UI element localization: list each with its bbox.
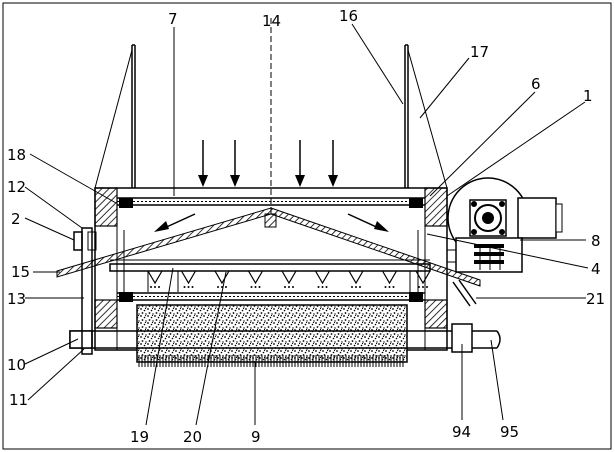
- flow-arrows-down: [198, 140, 338, 187]
- flow-arrows-diagonal: [154, 213, 389, 232]
- leader-lines: [24, 23, 589, 426]
- spray-droplet: [217, 286, 219, 288]
- label-19: 19: [130, 428, 149, 446]
- label-20: 20: [183, 428, 202, 446]
- left-bearing: [73, 227, 97, 355]
- gear-motor: [447, 177, 563, 273]
- spray-droplet: [388, 286, 391, 288]
- spray-droplet: [418, 286, 420, 288]
- spray-nozzle: [214, 270, 230, 285]
- spray-droplet: [351, 286, 353, 288]
- label-9: 9: [251, 428, 261, 446]
- label-10: 10: [7, 356, 26, 374]
- spray-droplet: [258, 286, 261, 288]
- label-7: 7: [168, 10, 178, 28]
- spray-droplet: [158, 286, 160, 288]
- spray-nozzle: [247, 270, 264, 285]
- spray-droplet: [154, 286, 156, 288]
- label-14: 14: [262, 12, 281, 30]
- label-17: 17: [470, 43, 489, 61]
- spray-droplet: [254, 286, 257, 288]
- spray-droplet: [359, 286, 361, 288]
- spray-droplet: [384, 286, 387, 288]
- spray-droplet: [355, 286, 357, 288]
- spray-nozzle: [180, 270, 197, 285]
- drain-pipe: [452, 279, 477, 307]
- spray-droplet: [426, 286, 428, 288]
- spray-droplet: [183, 286, 186, 288]
- part-labels: 7 14 16 17 6 1 18 12 2 15 13 10 11 19 20…: [7, 7, 605, 446]
- spray-nozzle: [281, 270, 297, 285]
- spray-droplet: [187, 286, 190, 288]
- label-94: 94: [452, 423, 471, 441]
- label-15: 15: [11, 263, 30, 281]
- side-plates: [94, 44, 448, 189]
- brush-roller: [136, 304, 408, 367]
- spray-droplet: [392, 286, 395, 288]
- spray-droplet: [317, 286, 320, 288]
- label-18: 18: [7, 146, 26, 164]
- shaft: [69, 323, 501, 353]
- label-16: 16: [339, 7, 358, 25]
- label-11: 11: [9, 391, 28, 409]
- spray-assembly: [109, 259, 431, 292]
- lower-rail: [117, 292, 425, 302]
- spray-droplet: [321, 286, 324, 288]
- label-8: 8: [591, 232, 601, 250]
- spray-droplet: [325, 286, 328, 288]
- label-2: 2: [11, 210, 21, 228]
- center-divider: [264, 18, 277, 228]
- spray-droplet: [288, 286, 290, 288]
- spray-nozzle: [348, 270, 364, 285]
- spray-droplet: [250, 286, 253, 288]
- label-1: 1: [583, 87, 593, 105]
- label-12: 12: [7, 178, 26, 196]
- spray-nozzle: [381, 270, 398, 285]
- spray-droplet: [422, 286, 424, 288]
- spray-droplet: [292, 286, 294, 288]
- spray-nozzle: [314, 270, 331, 285]
- spray-droplet: [284, 286, 286, 288]
- label-6: 6: [531, 75, 541, 93]
- spray-droplet: [225, 286, 227, 288]
- label-21: 21: [586, 290, 605, 308]
- label-4: 4: [591, 260, 601, 278]
- spray-nozzle: [415, 270, 431, 285]
- spray-nozzle: [147, 270, 163, 285]
- spray-droplet: [191, 286, 194, 288]
- label-95: 95: [500, 423, 519, 441]
- label-13: 13: [7, 290, 26, 308]
- spray-droplet: [150, 286, 152, 288]
